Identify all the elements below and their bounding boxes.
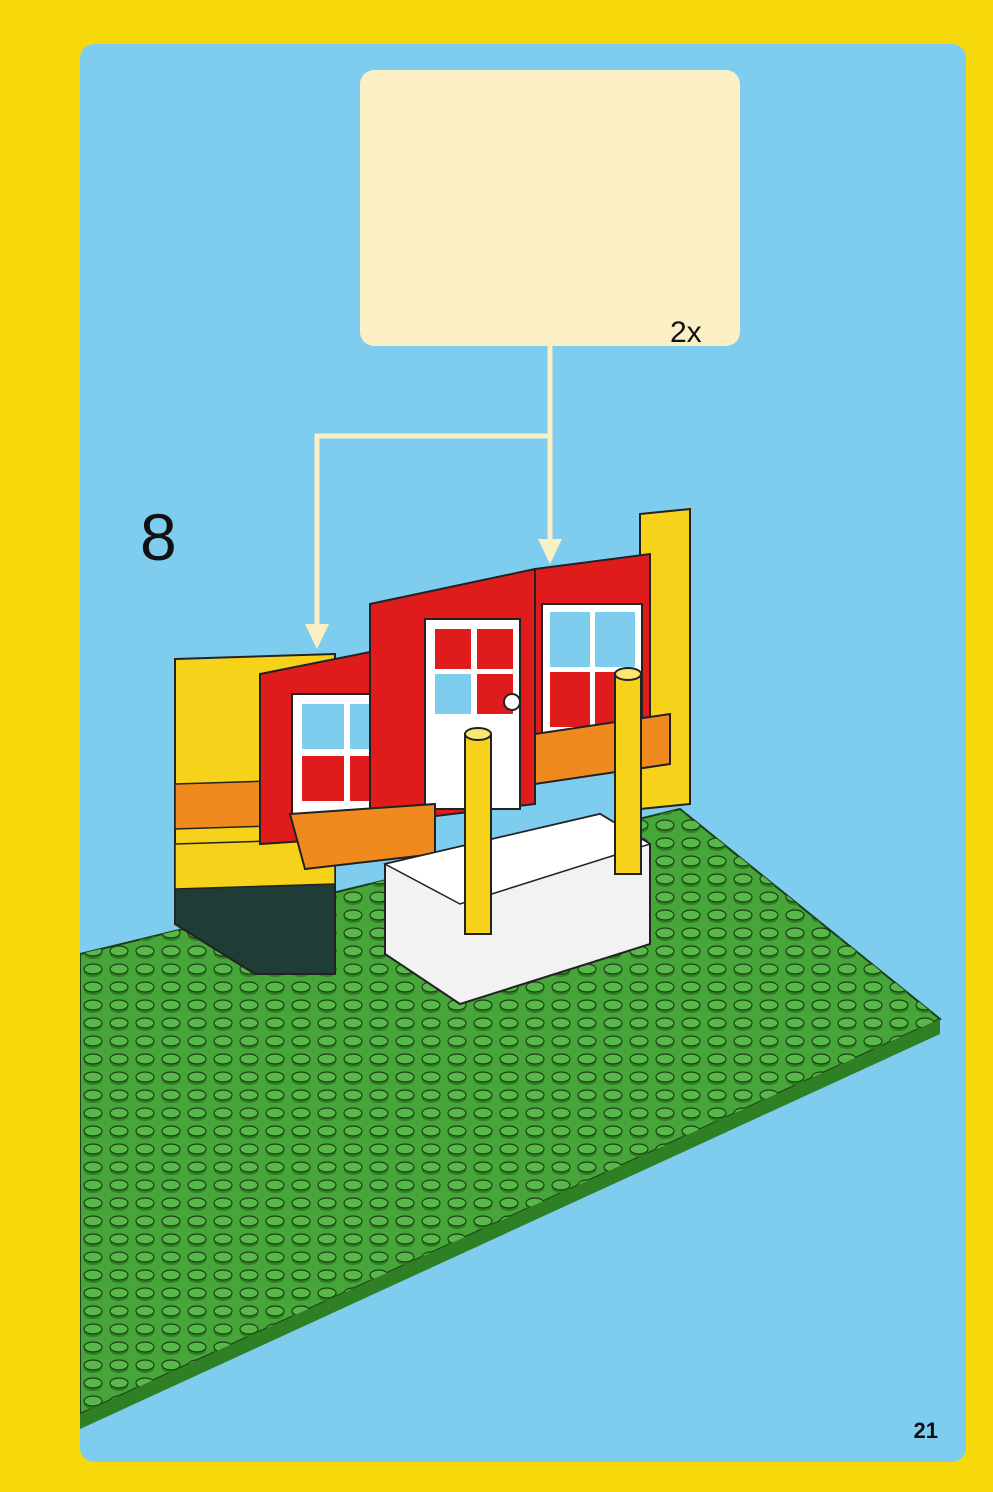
page-number: 21 [914, 1418, 938, 1444]
instruction-panel: 2x 8 21 [80, 44, 966, 1462]
sub-assembly-callout: 2x [360, 70, 740, 346]
quantity-multiplier: 2x [670, 316, 702, 350]
house-model [175, 509, 690, 1004]
arrow-head-left [305, 624, 329, 649]
step-number: 8 [140, 499, 177, 575]
arrow-head-right [538, 539, 562, 564]
